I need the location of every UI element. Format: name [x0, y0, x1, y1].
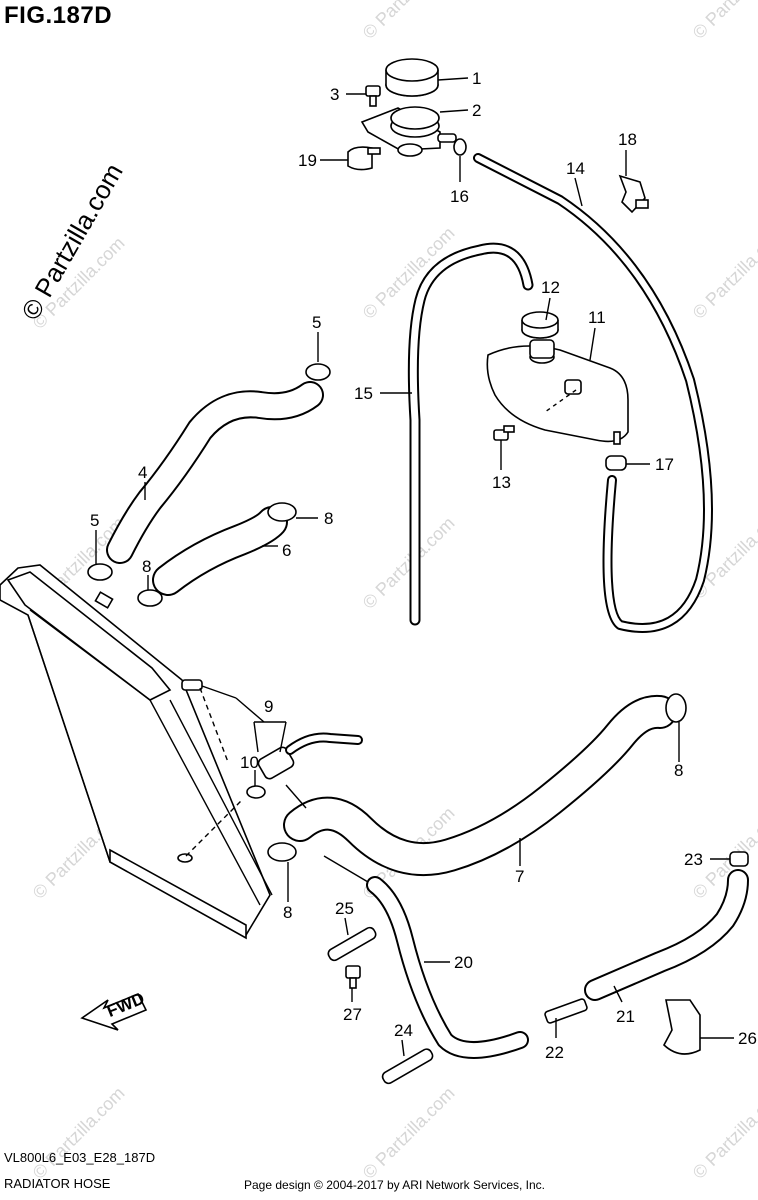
callout-21: 21 [616, 1007, 635, 1026]
filler-neck [360, 106, 457, 157]
callout-15: 15 [354, 384, 373, 403]
watermark: © Partzilla.com [689, 223, 758, 323]
watermark: © Partzilla.com [689, 1083, 758, 1183]
callout-26: 26 [738, 1029, 757, 1048]
figure-code: VL800L6_E03_E28_187D [4, 1150, 156, 1165]
callout-numbers: 1 2 3 4 5 5 6 7 8 8 8 8 9 10 11 12 13 14… [90, 69, 757, 1062]
reservoir-tank [486, 339, 629, 445]
watermark: © Partzilla.com [689, 0, 758, 43]
clamp [729, 851, 749, 867]
callout-12: 12 [541, 278, 560, 297]
bracket [381, 1048, 434, 1085]
holder [663, 999, 701, 1055]
bracket [327, 926, 377, 962]
radiator [0, 564, 273, 940]
clamp [605, 455, 627, 471]
callout-19: 19 [298, 151, 317, 170]
callout-3: 3 [330, 85, 339, 104]
callout-18: 18 [618, 130, 637, 149]
callout-4: 4 [138, 463, 147, 482]
callout-17: 17 [655, 455, 674, 474]
watermark: © Partzilla.com [359, 1083, 459, 1183]
hose-clamps [87, 363, 687, 862]
watermark: © Partzilla.com [359, 0, 459, 43]
callout-5: 5 [312, 313, 321, 332]
bolt [345, 965, 361, 989]
watermark: © Partzilla.com [29, 1083, 129, 1183]
reservoir-cap [385, 58, 439, 97]
callout-8: 8 [324, 509, 333, 528]
thermo-switch [246, 732, 363, 799]
callout-25: 25 [335, 899, 354, 918]
callout-13: 13 [492, 473, 511, 492]
clamp [618, 174, 649, 214]
watermark: © Partzilla.com [359, 223, 459, 323]
callout-10: 10 [240, 753, 259, 772]
callout-5: 5 [90, 511, 99, 530]
hose-15 [407, 242, 534, 626]
callout-14: 14 [566, 159, 585, 178]
callout-2: 2 [472, 101, 481, 120]
callout-11: 11 [588, 308, 606, 327]
reservoir-cap-small [521, 311, 559, 339]
callout-8: 8 [674, 761, 683, 780]
callout-7: 7 [515, 867, 524, 886]
watermark: © Partzilla.com [359, 513, 459, 613]
callout-20: 20 [454, 953, 473, 972]
clamp [453, 138, 467, 156]
callout-24: 24 [394, 1021, 413, 1040]
callout-27: 27 [343, 1005, 362, 1024]
leader-lines [95, 77, 734, 1057]
callout-9: 9 [264, 697, 273, 716]
figure-name: RADIATOR HOSE [4, 1176, 111, 1191]
page-credit: Page design © 2004-2017 by ARI Network S… [244, 1178, 546, 1192]
callout-23: 23 [684, 850, 703, 869]
callout-8: 8 [142, 557, 151, 576]
callout-16: 16 [450, 187, 469, 206]
bolt [365, 85, 381, 107]
clip [347, 146, 381, 171]
callout-8: 8 [283, 903, 292, 922]
callout-6: 6 [282, 541, 291, 560]
figure-title: FIG.187D [4, 2, 113, 29]
callout-22: 22 [545, 1043, 564, 1062]
fitting [544, 998, 588, 1024]
callout-1: 1 [472, 69, 481, 88]
direction-arrow: FWD [80, 989, 147, 1031]
bolt [493, 425, 515, 441]
